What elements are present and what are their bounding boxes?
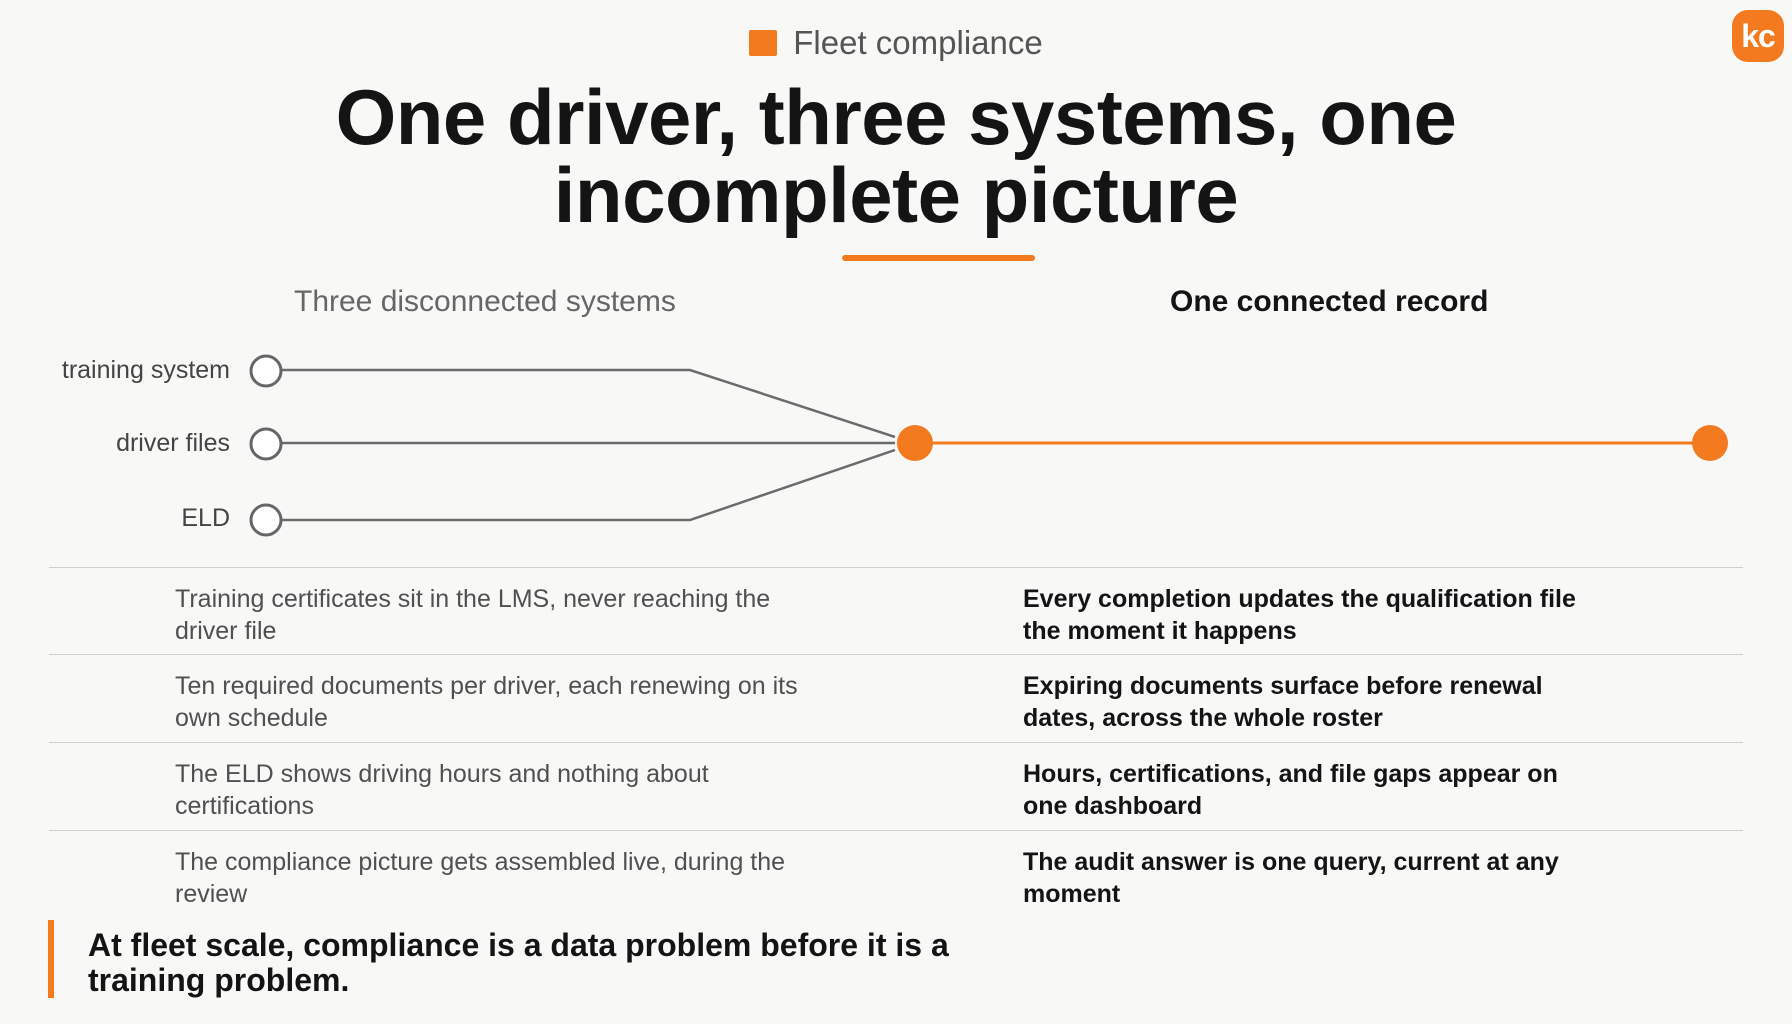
after-text: The audit answer is one query, current a… bbox=[1023, 848, 1559, 908]
driver-files-node bbox=[249, 427, 283, 461]
system-label-eld: ELD bbox=[181, 504, 230, 532]
callout-accent-bar bbox=[48, 920, 54, 998]
title-line-2: incomplete picture bbox=[553, 151, 1239, 239]
page-title: One driver, three systems, one incomplet… bbox=[0, 78, 1792, 234]
comparison-row: The ELD shows driving hours and nothing … bbox=[49, 742, 1743, 830]
before-text: Training certificates sit in the LMS, ne… bbox=[175, 585, 771, 645]
callout-text: At fleet scale, compliance is a data pro… bbox=[88, 927, 949, 998]
merge-node bbox=[897, 425, 933, 461]
eld-node bbox=[249, 503, 283, 537]
eyebrow-square-icon bbox=[749, 30, 778, 56]
after-text: Hours, certifications, and file gaps app… bbox=[1023, 760, 1558, 820]
comparison-row: The compliance picture gets assembled li… bbox=[49, 830, 1743, 918]
training-node bbox=[249, 354, 283, 388]
system-label-driver-files: driver files bbox=[116, 429, 230, 457]
before-text: The ELD shows driving hours and nothing … bbox=[175, 760, 709, 820]
eyebrow: Fleet compliance bbox=[0, 24, 1792, 62]
right-column-heading: One connected record bbox=[1170, 285, 1489, 318]
title-line-1: One driver, three systems, one bbox=[335, 73, 1457, 161]
system-label-training: training system bbox=[61, 356, 230, 384]
eld-line bbox=[280, 448, 896, 522]
training-line bbox=[280, 368, 896, 439]
brand-logo: kc bbox=[1732, 10, 1784, 62]
comparison-row: Training certificates sit in the LMS, ne… bbox=[49, 567, 1743, 655]
converging-lines bbox=[280, 368, 896, 522]
left-column-heading: Three disconnected systems bbox=[294, 285, 676, 318]
flow-diagram bbox=[249, 354, 1728, 537]
before-text: Ten required documents per driver, each … bbox=[175, 672, 798, 732]
before-text: The compliance picture gets assembled li… bbox=[175, 848, 786, 908]
title-underline bbox=[842, 255, 1035, 261]
eyebrow-label: Fleet compliance bbox=[793, 24, 1043, 61]
record-end-node bbox=[1692, 425, 1728, 461]
after-text: Expiring documents surface before renewa… bbox=[1023, 672, 1543, 732]
after-text: Every completion updates the qualificati… bbox=[1023, 585, 1576, 645]
comparison-row: Ten required documents per driver, each … bbox=[49, 654, 1743, 742]
